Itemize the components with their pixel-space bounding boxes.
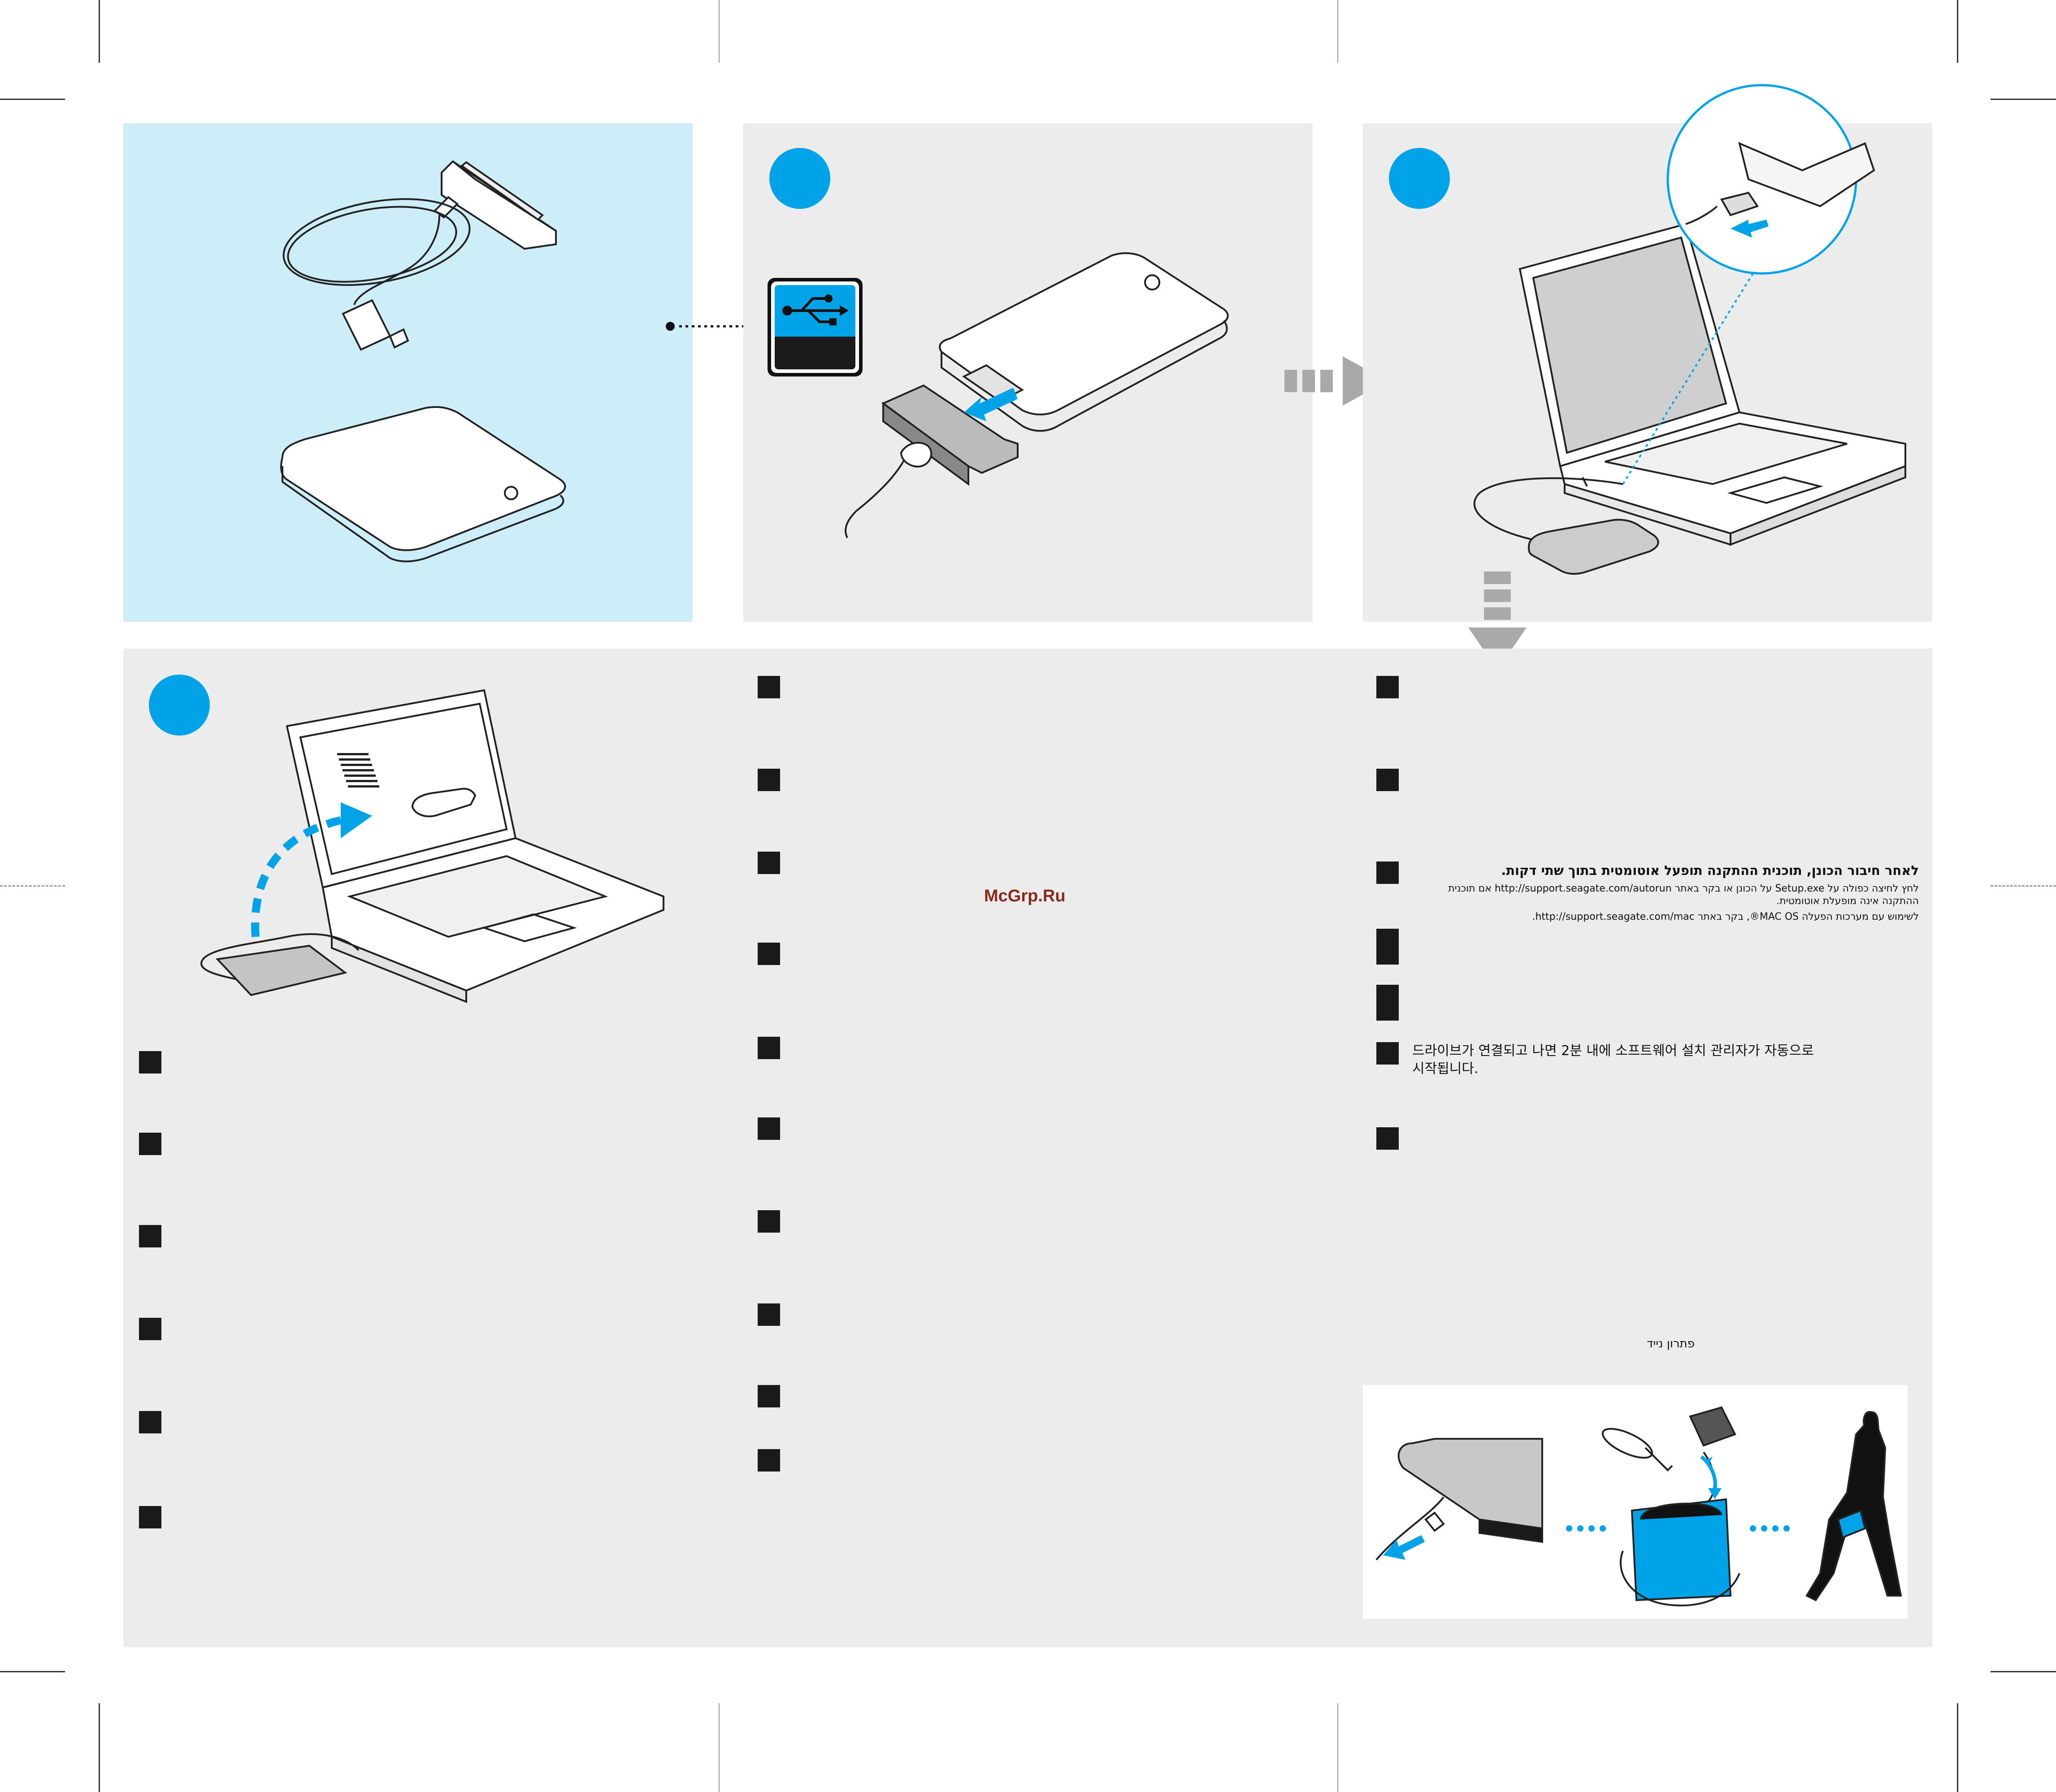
crop-mark xyxy=(1957,1703,1958,1792)
crop-mark xyxy=(1991,99,2056,100)
external-drive-illustration xyxy=(280,406,566,563)
hebrew-instruction-line: לחץ לחיצה כפולה על Setup.exe על הכונן או… xyxy=(1448,883,1919,894)
crop-mark xyxy=(1957,0,1958,63)
language-marker xyxy=(758,852,780,874)
step-circle-1 xyxy=(769,148,830,209)
crop-mark xyxy=(0,99,65,100)
language-marker xyxy=(139,1133,161,1155)
language-marker xyxy=(1376,1042,1399,1065)
watermark: McGrp.Ru xyxy=(984,887,1066,905)
korean-instruction-line: 시작됩니다. xyxy=(1412,1061,1479,1077)
language-marker xyxy=(1376,676,1399,698)
language-marker xyxy=(1376,861,1399,884)
step-circle-2 xyxy=(1389,148,1450,209)
laptop-with-drive-illustration xyxy=(1473,84,1906,575)
hebrew-mac-instruction: לשימוש עם מערכות הפעלה MAC OS®, בקר באתר… xyxy=(1532,911,1919,922)
fold-mark xyxy=(0,885,65,887)
language-marker xyxy=(139,1225,161,1247)
language-marker xyxy=(758,1037,780,1059)
step-circle-3 xyxy=(149,675,210,736)
fold-mark xyxy=(1991,885,2056,887)
crop-mark xyxy=(99,1703,100,1792)
language-marker xyxy=(758,1210,780,1233)
language-marker xyxy=(1376,1127,1399,1150)
usb-icon xyxy=(768,278,863,377)
portable-usage-illustration xyxy=(1375,1406,1902,1606)
language-marker xyxy=(758,676,780,698)
language-marker xyxy=(139,1411,161,1433)
language-marker xyxy=(1376,929,1399,965)
crop-mark xyxy=(1991,1671,2056,1672)
usb-cable-and-connector-illustration xyxy=(282,160,557,351)
language-marker xyxy=(139,1051,161,1073)
connector-dots xyxy=(666,322,760,331)
laptop-auto-run-illustration xyxy=(200,689,664,1003)
language-marker xyxy=(758,1385,780,1407)
hebrew-instruction-line: ההתקנה אינה מופעלת אוטומטית. xyxy=(1776,896,1919,907)
language-marker xyxy=(1376,985,1399,1021)
crop-mark xyxy=(99,0,100,63)
language-marker xyxy=(758,943,780,965)
korean-instruction-line: 드라이브가 연결되고 나면 2분 내에 소프트웨어 설치 관리자가 자동으로 xyxy=(1412,1043,1814,1059)
language-marker xyxy=(758,769,780,791)
hebrew-heading: לאחר חיבור הכונן, תוכנית ההתקנה תופעל או… xyxy=(1501,863,1919,878)
portable-solution-label: פתרון נייד xyxy=(1647,1337,1695,1350)
fold-mark xyxy=(719,1703,720,1792)
drive-with-cable-illustration xyxy=(845,252,1229,538)
language-marker xyxy=(758,1449,780,1472)
language-marker xyxy=(758,1117,780,1140)
language-marker xyxy=(139,1318,161,1340)
fold-mark xyxy=(1337,0,1338,63)
crop-mark xyxy=(0,1671,65,1672)
fold-mark xyxy=(719,0,720,63)
language-marker xyxy=(758,1303,780,1326)
language-marker xyxy=(1376,769,1399,791)
language-marker xyxy=(139,1506,161,1528)
fold-mark xyxy=(1337,1703,1338,1792)
